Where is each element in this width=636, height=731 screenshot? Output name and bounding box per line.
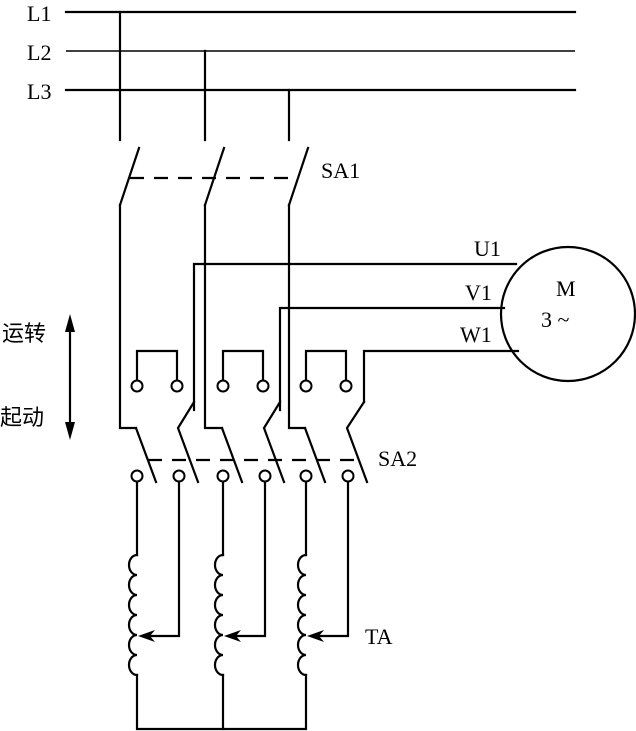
ta-coil-1 xyxy=(127,553,139,677)
phase-1-trunk xyxy=(118,203,138,430)
position-indicator xyxy=(65,314,75,440)
motor-phase-label: 3 ~ xyxy=(541,307,570,332)
motor-circle xyxy=(499,245,636,383)
arrow-up-icon xyxy=(65,314,75,332)
ta-coil-2 xyxy=(213,553,225,677)
phase-2-trunk xyxy=(203,203,224,430)
phase-3-trunk xyxy=(287,203,307,430)
sa1-blade-2 xyxy=(203,146,226,207)
ta-tap-arrow-3 xyxy=(307,630,324,642)
ta-star-connection xyxy=(135,673,308,731)
motor-wire-w1 xyxy=(362,349,520,404)
motor-symbol: M xyxy=(556,276,576,301)
motor: M 3 ~ xyxy=(499,245,636,383)
position-label-run: 运转 xyxy=(2,322,46,347)
ta-coil-3 xyxy=(296,553,308,677)
terminal-label-u1: U1 xyxy=(474,236,501,261)
sa1-blade-3 xyxy=(287,146,310,207)
switch-sa2-label: SA2 xyxy=(378,446,417,471)
terminal-label-v1: V1 xyxy=(465,280,492,305)
terminal-label-w1: W1 xyxy=(460,322,492,347)
motor-wire-u1 xyxy=(192,262,518,412)
transformer-label: TA xyxy=(365,624,393,649)
switch-sa2 xyxy=(134,400,369,484)
position-label-start: 起动 xyxy=(0,406,44,431)
switch-sa1 xyxy=(118,146,310,207)
bus-label-l2: L2 xyxy=(27,40,51,65)
motor-wire-v1 xyxy=(278,306,506,412)
arrow-down-icon xyxy=(65,422,75,440)
ta-tap-arrow-1 xyxy=(138,630,155,642)
ta-tap-arrow-2 xyxy=(224,630,241,642)
sa1-blade-1 xyxy=(118,146,141,207)
run-contacts xyxy=(130,349,353,393)
bus-label-l3: L3 xyxy=(27,79,51,104)
autotransformer-ta xyxy=(127,480,350,731)
switch-sa1-label: SA1 xyxy=(321,158,360,183)
bus-label-l1: L1 xyxy=(27,1,51,26)
